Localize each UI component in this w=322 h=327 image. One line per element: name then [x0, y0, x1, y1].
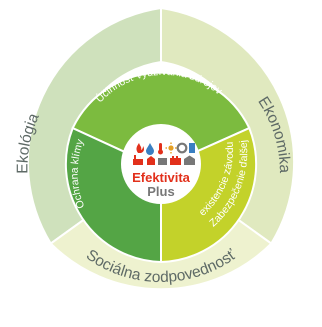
building-icon [147, 156, 155, 165]
thermometer-icon [158, 143, 163, 155]
fire-icon [136, 143, 145, 153]
truck-icon [158, 158, 167, 165]
icon-row-2 [133, 155, 195, 165]
brand-subtitle: Plus [147, 184, 174, 199]
machine-icon [170, 156, 181, 165]
brand-title: Efektivita [132, 170, 191, 185]
sun-icon [165, 142, 177, 154]
battery-icon [189, 143, 195, 153]
water-drop-icon [146, 143, 154, 155]
factory-icon [133, 155, 143, 165]
icon-row-1 [136, 142, 195, 155]
recycle-icon [176, 142, 188, 154]
warehouse-icon [184, 155, 195, 165]
